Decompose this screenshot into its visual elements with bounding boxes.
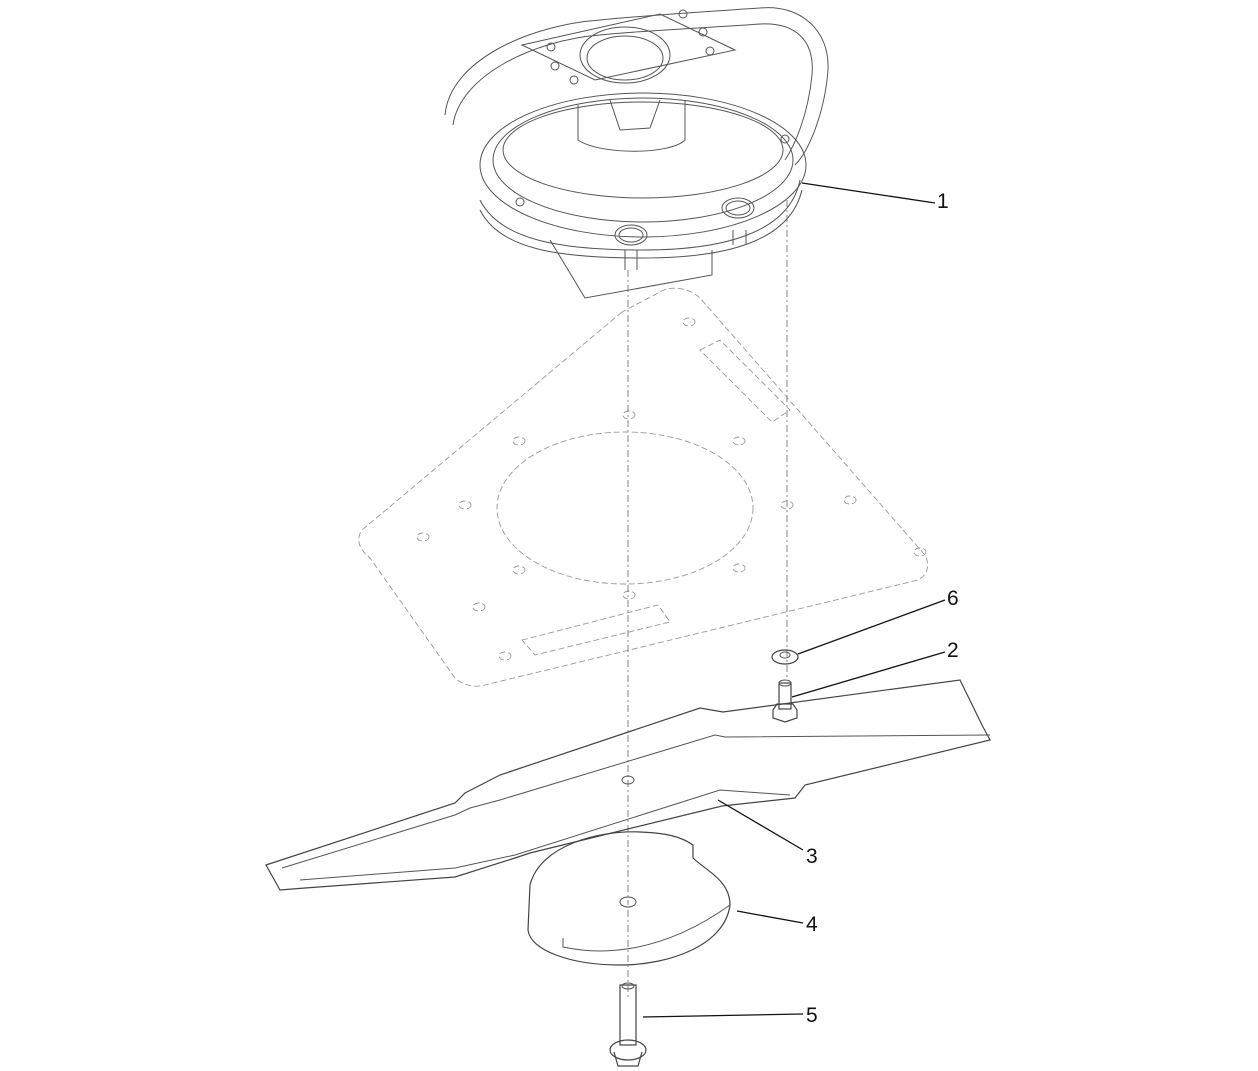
spindle-housing-assembly [444,7,829,299]
callout-4: 4 [806,913,818,936]
callout-1: 1 [937,190,949,213]
leader-line-4 [736,910,804,924]
callout-2: 2 [947,639,959,662]
blade-stiffener [527,831,731,966]
blade [265,679,991,891]
leader-line-3 [717,799,804,851]
leader-line-2 [791,651,946,698]
washer [771,649,799,665]
leader-line-6 [797,599,946,655]
flange-bolt [609,982,647,1067]
callout-6: 6 [947,587,959,610]
callout-5: 5 [806,1004,818,1027]
bolt [772,679,798,723]
leader-line-5 [642,1013,804,1018]
deck-mounting-plate-ghost [358,287,929,687]
callout-3: 3 [806,845,818,868]
leader-line-1 [801,182,936,204]
